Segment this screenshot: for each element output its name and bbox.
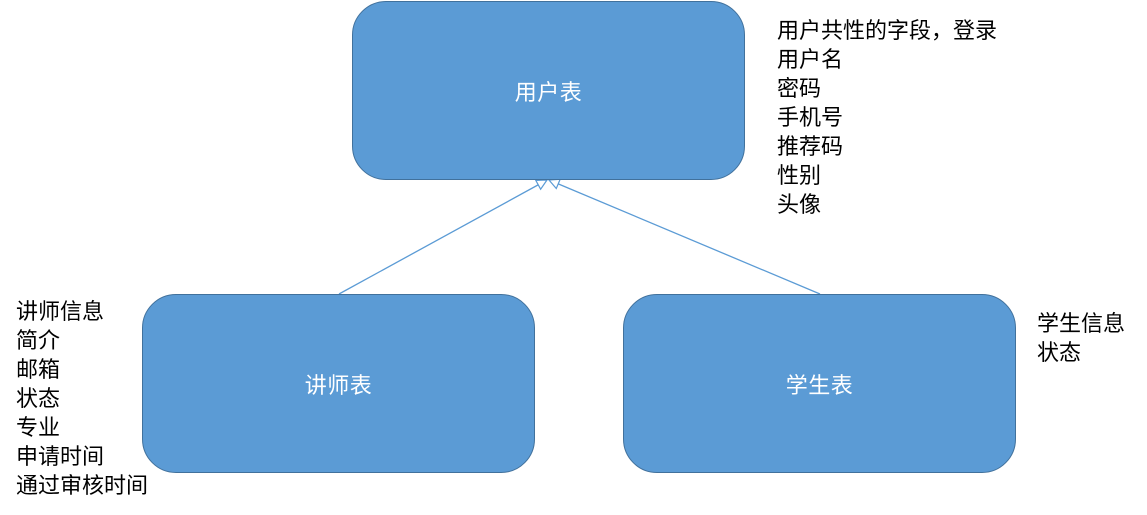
teacher-table-node[interactable]: 讲师表: [142, 294, 535, 473]
student-table-node[interactable]: 学生表: [623, 294, 1016, 473]
student-fields-note: 学生信息 状态: [1037, 310, 1125, 368]
teacher-field: 讲师信息: [16, 300, 105, 325]
user-field: 推荐码: [777, 135, 844, 160]
user-table-label: 用户表: [514, 80, 583, 106]
teacher-field: 邮箱: [16, 358, 61, 383]
teacher-field: 通过审核时间: [16, 474, 149, 499]
student-field: 状态: [1037, 341, 1082, 366]
teacher-fields-note: 讲师信息 简介 邮箱 状态 专业 申请时间 通过审核时间: [16, 298, 148, 501]
teacher-table-label: 讲师表: [304, 373, 373, 399]
user-field: 密码: [777, 77, 822, 102]
user-fields-note: 用户共性的字段，登录 用户名 密码 手机号 推荐码 性别 头像: [777, 17, 997, 220]
user-field: 头像: [777, 193, 822, 218]
teacher-field: 状态: [16, 387, 61, 412]
teacher-field: 申请时间: [16, 445, 105, 470]
user-field: 性别: [777, 164, 822, 189]
user-field: 用户共性的字段，登录: [777, 19, 998, 44]
connector-student-to-user: [549, 180, 821, 295]
user-field: 用户名: [777, 48, 844, 73]
teacher-field: 简介: [16, 329, 61, 354]
connector-teacher-to-user: [338, 180, 547, 295]
user-table-node[interactable]: 用户表: [352, 1, 745, 180]
user-field: 手机号: [777, 106, 844, 131]
teacher-field: 专业: [16, 416, 61, 441]
student-table-label: 学生表: [785, 373, 854, 399]
student-field: 学生信息: [1037, 312, 1126, 337]
